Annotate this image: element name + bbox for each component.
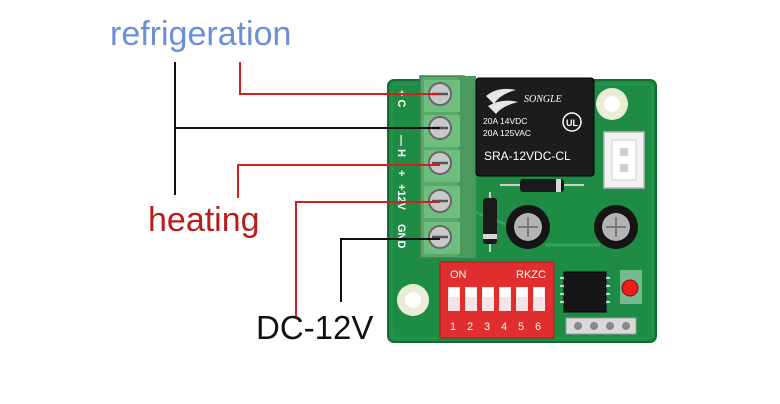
label-dc-12v: DC-12V (256, 309, 374, 346)
wire-heating (237, 164, 440, 198)
terminal-block (419, 75, 476, 259)
ic-chip (560, 271, 610, 313)
dip-toggle-2 (465, 287, 477, 311)
relay: SONGLE 20A 14VDC 20A 125VAC UL SRA-12VDC… (475, 77, 595, 177)
dip-toggle-3 (482, 287, 494, 311)
led-indicator (620, 270, 642, 304)
relay-rating-2: 20A 125VAC (483, 128, 531, 138)
dip-toggle-1 (448, 287, 460, 311)
dip-number-6: 6 (535, 321, 541, 333)
capacitor-2 (594, 205, 638, 249)
dip-switch: ON RKZC 1 2 3 4 5 6 (439, 261, 555, 339)
capacitor-1 (506, 205, 550, 249)
header-pins (565, 317, 637, 335)
terminal-label-2: — H (395, 135, 407, 157)
dip-toggle-4 (499, 287, 511, 311)
mounting-hole-top-right (596, 88, 628, 120)
terminal-label-4: +12V (395, 184, 407, 211)
ul-mark-icon: UL (562, 112, 582, 132)
diode-horizontal (500, 179, 584, 192)
terminal-screw-1 (424, 80, 460, 112)
terminal-label-3: + (395, 170, 407, 176)
relay-brand: SONGLE (524, 94, 562, 105)
label-refrigeration: refrigeration (110, 15, 292, 53)
mounting-hole-bottom-left (397, 284, 429, 316)
songle-logo-icon (486, 88, 518, 114)
sensor-connector (603, 131, 645, 189)
dip-number-5: 5 (518, 321, 524, 333)
label-heating: heating (148, 201, 260, 239)
terminal-screw-2 (424, 115, 460, 147)
relay-rating-1: 20A 14VDC (483, 116, 527, 126)
terminal-label-1: + C (395, 90, 407, 107)
dip-number-2: 2 (467, 321, 473, 333)
diode-vertical (483, 192, 497, 252)
terminal-labels: + C — H + +12V GND (395, 90, 407, 249)
dip-code-label: RKZC (516, 269, 546, 281)
dip-number-3: 3 (484, 321, 490, 333)
terminal-label-5: GND (395, 224, 407, 249)
wires (174, 62, 440, 316)
wire-dc-positive (295, 201, 440, 316)
dip-number-1: 1 (450, 321, 456, 333)
dip-on-label: ON (450, 269, 467, 281)
wire-refrigeration (239, 62, 440, 95)
svg-text:UL: UL (566, 118, 578, 128)
relay-model: SRA-12VDC-CL (484, 149, 571, 163)
dip-toggle-6 (533, 287, 545, 311)
dip-toggle-5 (516, 287, 528, 311)
dip-number-4: 4 (501, 321, 507, 333)
wire-dc-ground (340, 238, 440, 302)
